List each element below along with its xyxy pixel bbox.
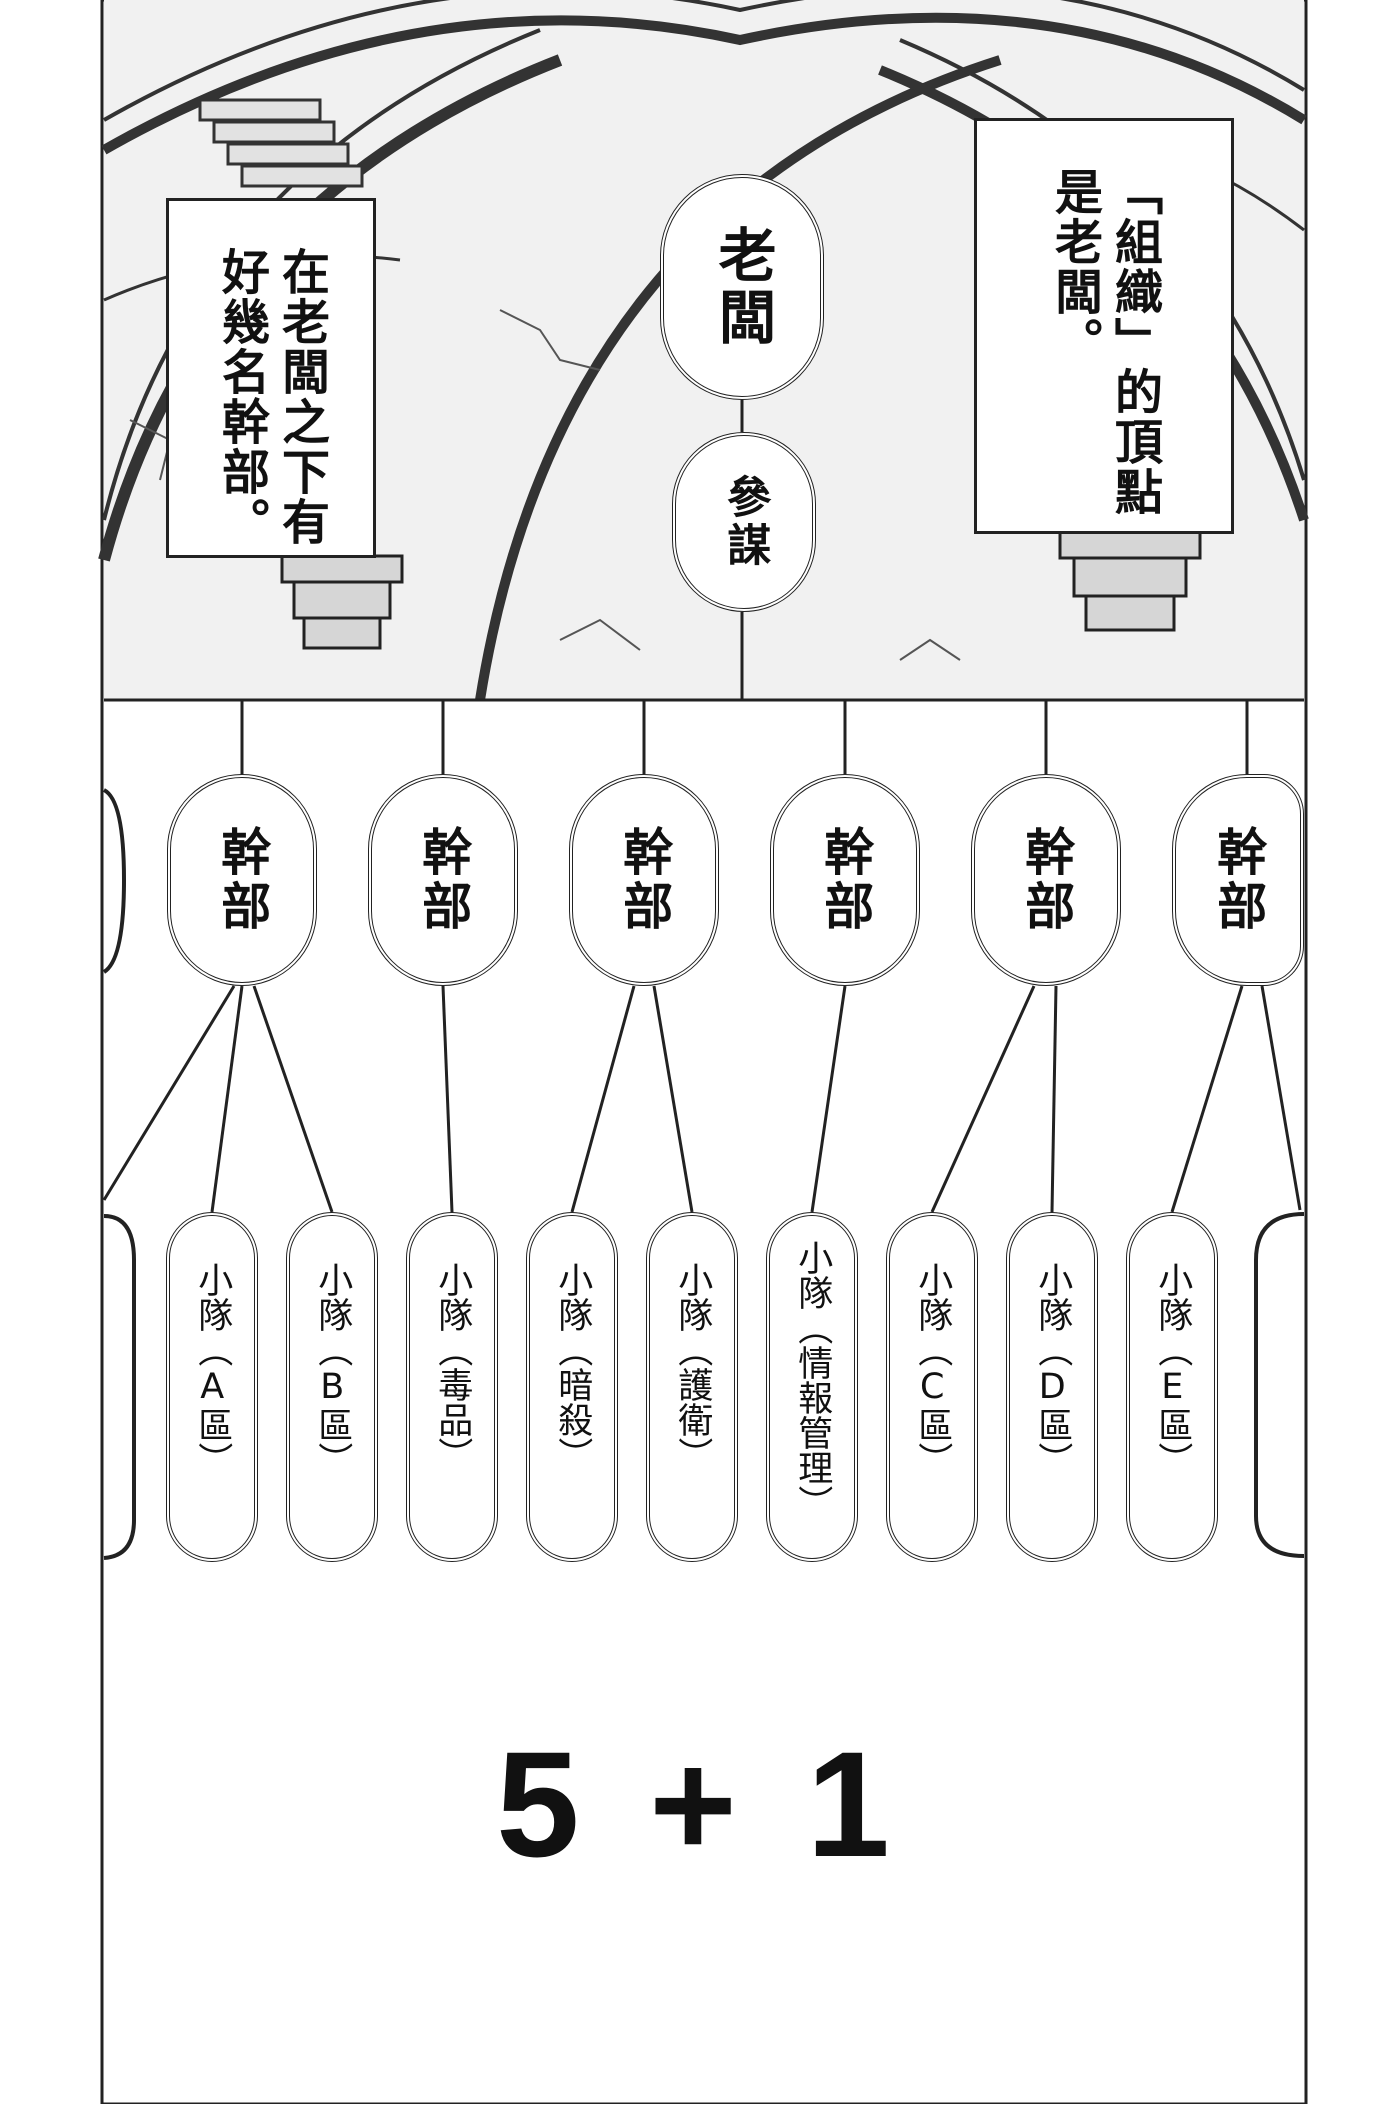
footer-equation: 5 + 1 (496, 1720, 904, 1888)
squad-label: 小隊（護衛） (672, 1262, 713, 1472)
advisor-label: 參謀 (719, 474, 771, 570)
squad-label: 小隊（A區） (192, 1262, 233, 1477)
squad-node-c: 小隊（C區） (886, 1212, 978, 1562)
squad-label: 小隊（C區） (912, 1262, 953, 1477)
panel-border (100, 0, 1308, 2104)
boss-node: 老闆 (660, 174, 824, 400)
executive-label: 幹部 (414, 826, 473, 934)
squad-node-assassination: 小隊（暗殺） (526, 1212, 618, 1562)
squad-node-b: 小隊（B區） (286, 1212, 378, 1562)
caption-left: 在老闆之下有好幾名幹部。 (166, 198, 376, 558)
column-capital-left (280, 554, 404, 650)
staircase (198, 98, 364, 188)
executive-label: 幹部 (1017, 826, 1076, 934)
boss-label: 老闆 (708, 225, 777, 349)
squad-node-d: 小隊（D區） (1006, 1212, 1098, 1562)
executive-label: 幹部 (213, 826, 272, 934)
squad-label: 小隊（B區） (312, 1262, 353, 1477)
executive-node-4: 幹部 (770, 774, 920, 986)
squad-label: 小隊（毒品） (432, 1262, 473, 1472)
executive-node-6: 幹部 (1172, 774, 1304, 986)
executive-node-1: 幹部 (167, 774, 317, 986)
edge-node-right-squad (1254, 1212, 1305, 1558)
caption-right-text: 「組織」的頂點是老闆。 (1046, 167, 1162, 517)
squad-node-a: 小隊（A區） (166, 1212, 258, 1562)
squad-node-intelligence: 小隊（情報管理） (766, 1212, 858, 1562)
squad-label: 小隊（E區） (1152, 1262, 1193, 1477)
column-capital-right (1058, 528, 1202, 632)
squad-node-guard: 小隊（護衛） (646, 1212, 738, 1562)
org-connectors (102, 400, 1304, 1213)
advisor-node: 參謀 (672, 432, 816, 612)
executive-label: 幹部 (816, 826, 875, 934)
edge-node-left-squad (103, 1214, 136, 1560)
squad-label: 小隊（暗殺） (552, 1262, 593, 1472)
edge-node-left-exec (102, 788, 127, 974)
executive-node-5: 幹部 (971, 774, 1121, 986)
executive-label: 幹部 (615, 826, 674, 934)
executive-node-3: 幹部 (569, 774, 719, 986)
caption-left-text: 在老闆之下有好幾名幹部。 (213, 247, 329, 547)
executive-label: 幹部 (1209, 826, 1268, 934)
squad-label: 小隊（情報管理） (792, 1240, 833, 1520)
caption-right: 「組織」的頂點是老闆。 (974, 118, 1234, 534)
squad-node-drugs: 小隊（毒品） (406, 1212, 498, 1562)
squad-label: 小隊（D區） (1032, 1262, 1073, 1477)
squad-node-e: 小隊（E區） (1126, 1212, 1218, 1562)
executive-node-2: 幹部 (368, 774, 518, 986)
